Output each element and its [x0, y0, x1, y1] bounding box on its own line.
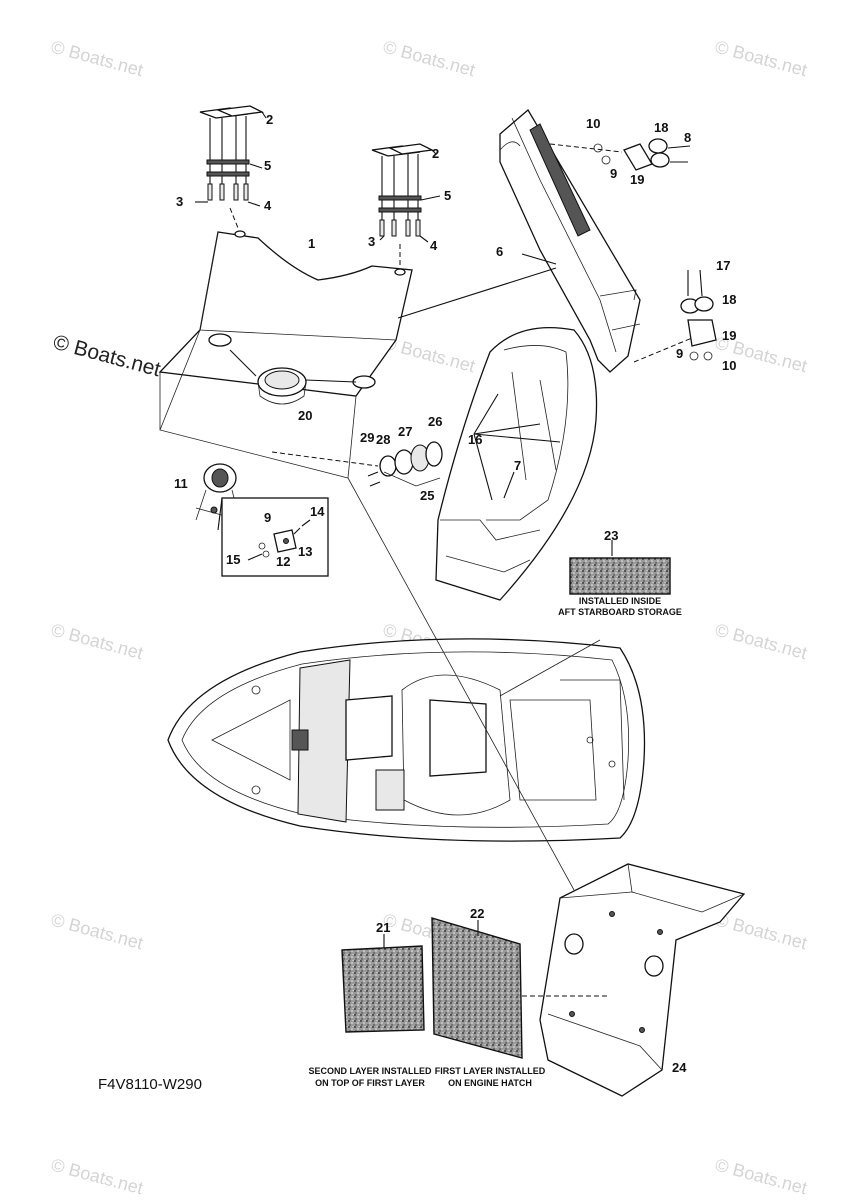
callout-label: 17 [716, 258, 730, 273]
insulation-pad-22 [431, 917, 523, 1059]
cup-holder-part [229, 349, 357, 405]
callout-label: 25 [420, 488, 434, 503]
callout-label: 5 [264, 158, 271, 173]
tower-frame-part [397, 109, 641, 373]
note-21-line1: SECOND LAYER INSTALLED [308, 1066, 432, 1076]
watermark: © Boats.net [713, 620, 809, 664]
callout-label: 6 [496, 244, 503, 259]
hardware-inset-box [217, 497, 329, 577]
callout-label: 21 [376, 920, 390, 935]
callout-label: 15 [226, 552, 240, 567]
leader-line [347, 477, 575, 891]
callout-label: 22 [470, 906, 484, 921]
seat-lid-part [158, 230, 413, 479]
callout-label: 20 [298, 408, 312, 423]
callout-label: 1 [308, 236, 315, 251]
boat-top-view [167, 638, 646, 842]
note-23-line2: AFT STARBOARD STORAGE [558, 607, 682, 617]
callout-label: 18 [654, 120, 668, 135]
callout-label: 3 [368, 234, 375, 249]
watermark: © Boats.net [713, 37, 809, 81]
callout-label: 8 [684, 130, 691, 145]
callout-label: 29 [360, 430, 374, 445]
callout-label: 10 [722, 358, 736, 373]
callout-label: 23 [604, 528, 618, 543]
callout-label: 24 [672, 1060, 687, 1075]
leader-line [499, 639, 601, 697]
callout-label: 26 [428, 414, 442, 429]
callout-label: 3 [176, 194, 183, 209]
tower-clamp-lower [633, 269, 717, 363]
callout-label: 10 [586, 116, 600, 131]
callout-label: 13 [298, 544, 312, 559]
callout-label: 2 [432, 146, 439, 161]
installation-notes: INSTALLED INSIDE AFT STARBOARD STORAGE S… [308, 596, 681, 1088]
callout-label: 14 [310, 504, 325, 519]
callout-label: 27 [398, 424, 412, 439]
watermark-prominent: © Boats.net [51, 331, 163, 382]
watermark: © Boats.net [49, 1155, 145, 1199]
callout-label: 9 [264, 510, 271, 525]
speaker-bracket-part [195, 463, 241, 535]
plug-assembly [271, 441, 443, 487]
callout-label: 19 [722, 328, 736, 343]
insulation-pad-21 [341, 945, 425, 1033]
callout-label: 4 [430, 238, 438, 253]
watermark: © Boats.net [49, 910, 145, 954]
hull-interior-part [435, 327, 598, 601]
fastener-stack-left [195, 105, 267, 229]
callout-label: 9 [676, 346, 683, 361]
diagram-code: F4V8110-W290 [98, 1076, 202, 1093]
callout-label: 18 [722, 292, 736, 307]
callout-label: 4 [264, 198, 272, 213]
tower-clamp-upper [549, 138, 691, 171]
engine-hatch-part [539, 863, 746, 1097]
callout-label: 7 [514, 458, 521, 473]
callout-label: 11 [174, 476, 188, 491]
callout-label: 28 [376, 432, 390, 447]
callout-label: 5 [444, 188, 451, 203]
watermark: © Boats.net [713, 910, 809, 954]
callout-label: 12 [276, 554, 290, 569]
watermark: © Boats.net [49, 37, 145, 81]
watermark: © Boats.net [713, 1155, 809, 1199]
note-21-line2: ON TOP OF FIRST LAYER [315, 1078, 425, 1088]
callout-labels: 2 5 3 4 2 5 3 4 1 6 10 18 8 9 19 17 18 1… [174, 112, 736, 1075]
watermark-layer: © Boats.net © Boats.net © Boats.net © Bo… [49, 37, 809, 1199]
callout-label: 16 [468, 432, 482, 447]
note-23-line1: INSTALLED INSIDE [579, 596, 661, 606]
watermark: © Boats.net [381, 37, 477, 81]
callout-label: 9 [610, 166, 617, 181]
watermark: © Boats.net [49, 620, 145, 664]
callout-label: 2 [266, 112, 273, 127]
callout-label: 19 [630, 172, 644, 187]
note-22-line1: FIRST LAYER INSTALLED [435, 1066, 546, 1076]
fastener-stack-right [371, 143, 441, 268]
insulation-pad-23 [569, 557, 671, 595]
note-22-line2: ON ENGINE HATCH [448, 1078, 532, 1088]
